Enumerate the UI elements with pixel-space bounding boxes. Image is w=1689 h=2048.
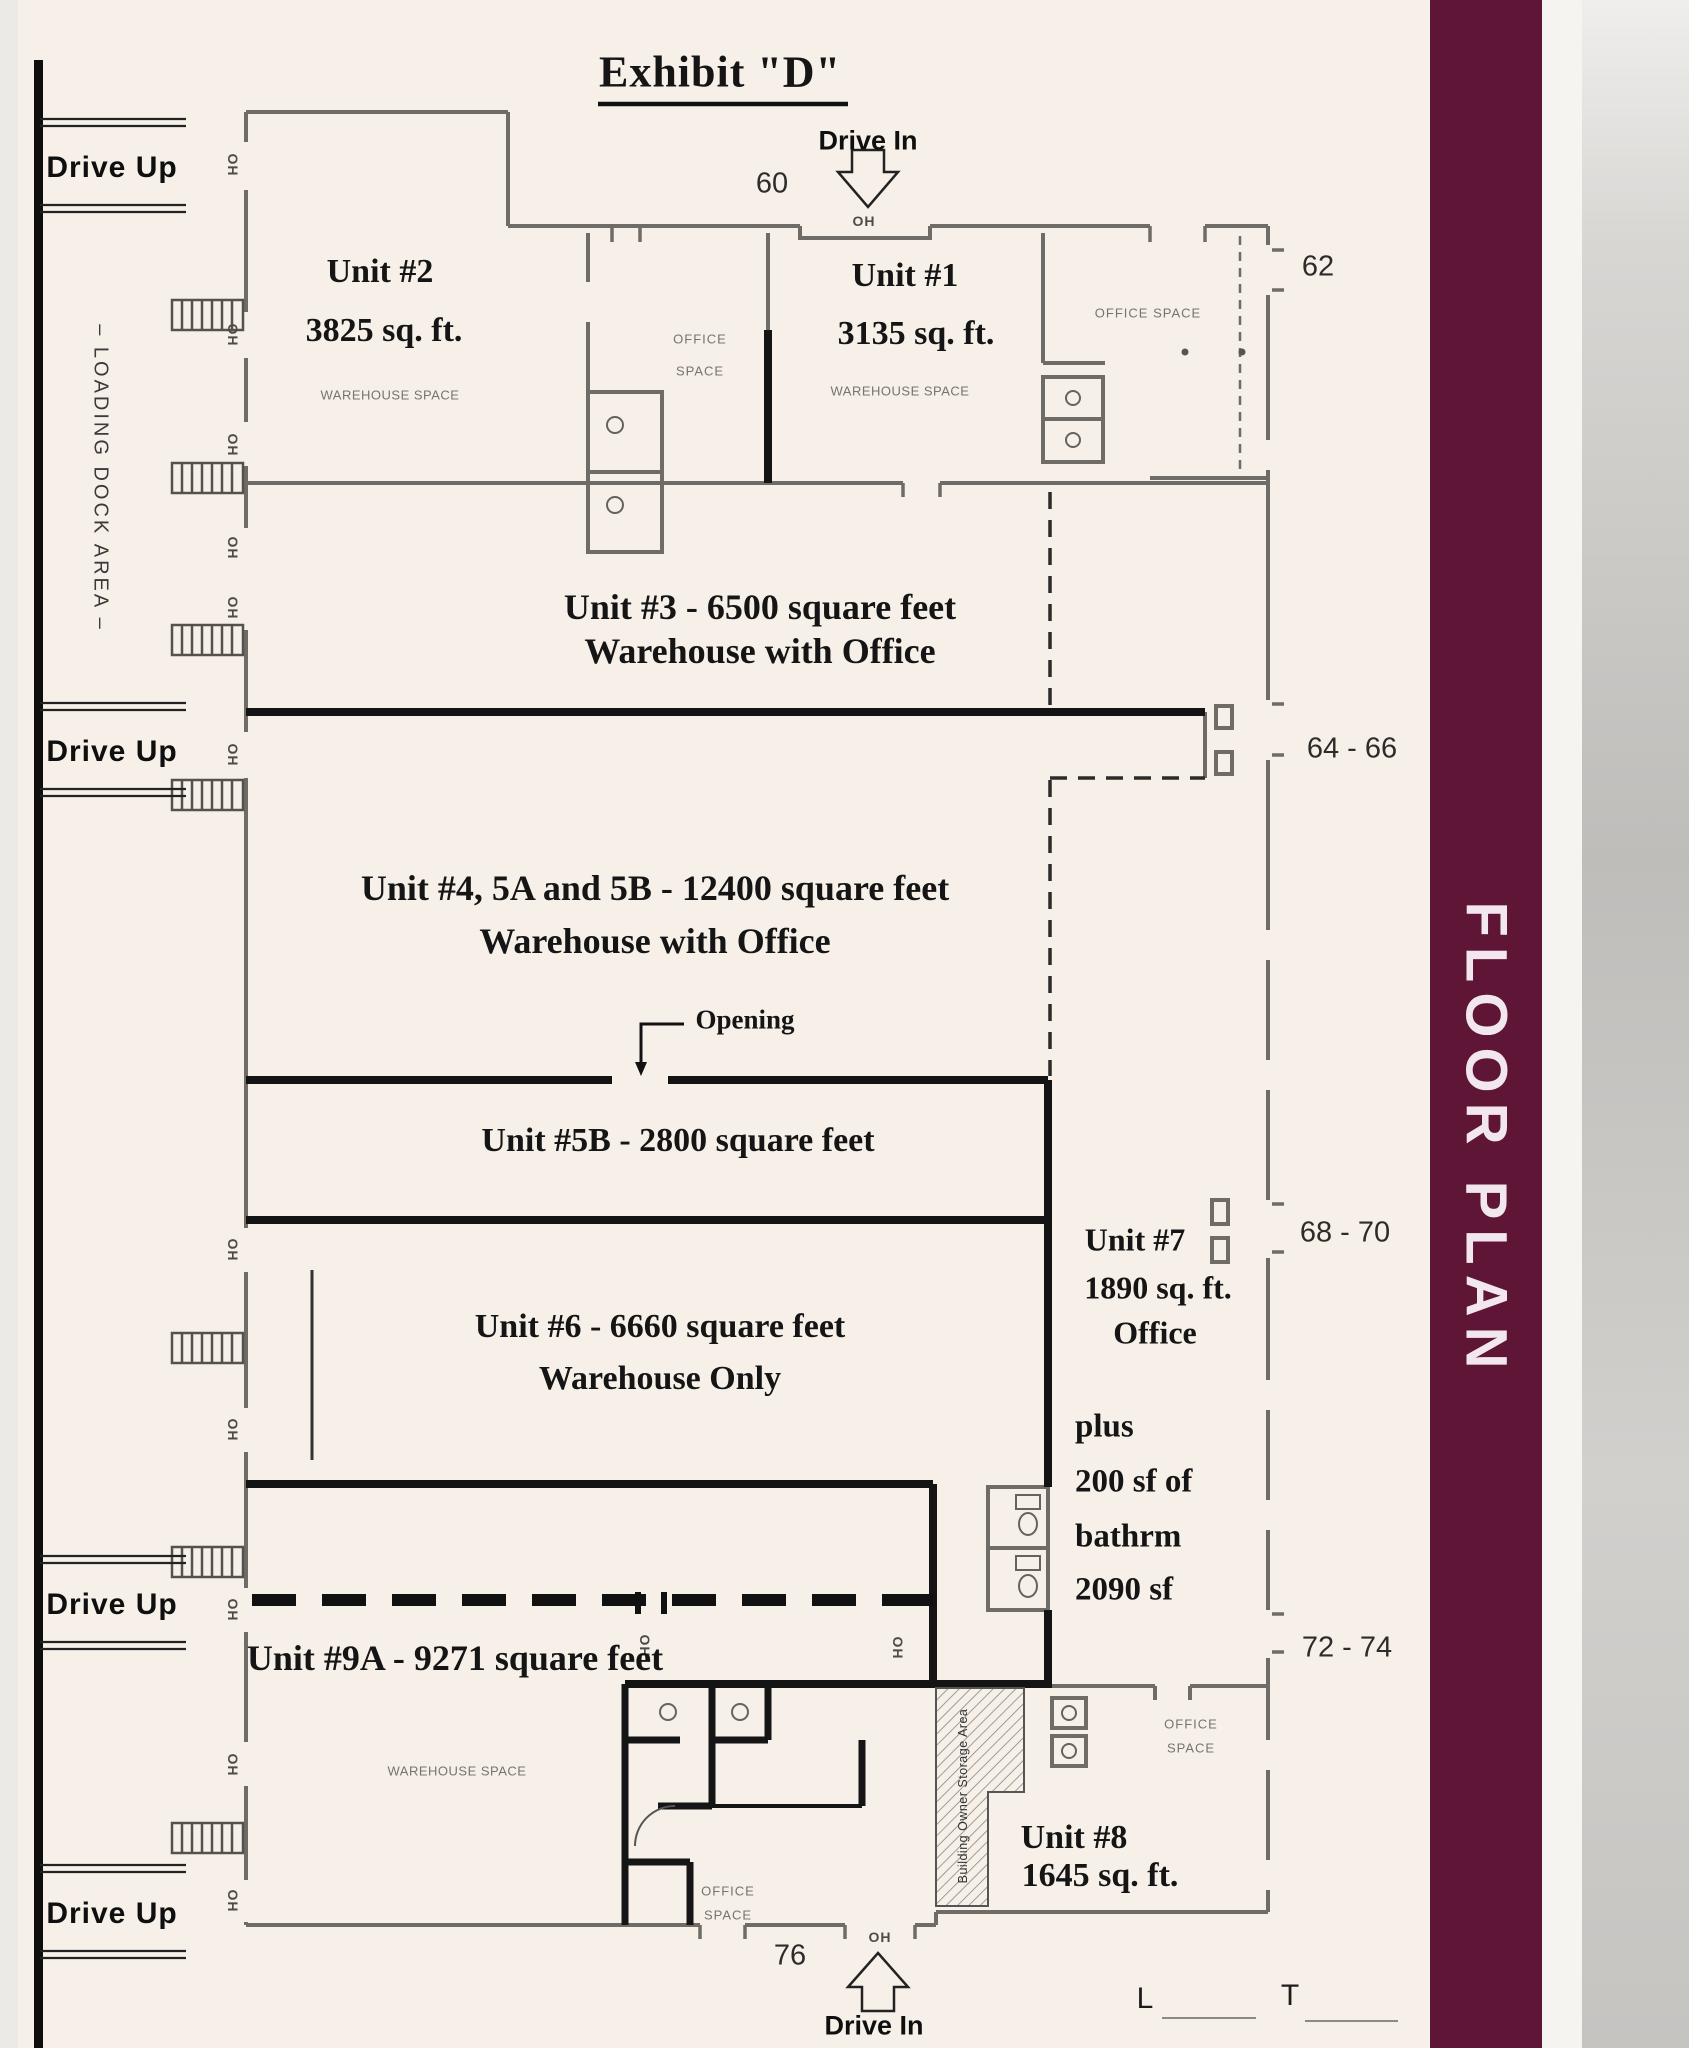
door-swing-arc	[634, 1805, 676, 1847]
oh-door-label-interior: OH	[890, 1636, 906, 1660]
unit45-line1: Unit #4, 5A and 5B - 12400 square feet	[360, 868, 950, 908]
oh-door-label-top: OH	[852, 213, 876, 229]
unit-divider-walls	[246, 330, 1205, 1688]
unit7-plus-line2: 200 sf of	[1075, 1463, 1193, 1500]
page-title: Exhibit "D"	[598, 47, 842, 97]
oh-door-label-left: OH	[225, 433, 241, 457]
drive-in-arrow-down-icon	[835, 148, 901, 209]
unit9a-warehouse-label: WAREHOUSE SPACE	[387, 1763, 527, 1779]
unit6-line1: Unit #6 - 6660 square feet	[474, 1308, 846, 1345]
banner-title: FLOOR PLAN	[1453, 901, 1519, 1379]
scan-right-edge	[1582, 0, 1689, 2048]
building-outline	[244, 110, 1270, 1927]
bay-number-68-70: 68 - 70	[1299, 1216, 1391, 1249]
legend-l: L	[1136, 1982, 1154, 2015]
unit1-name: Unit #1	[851, 257, 959, 294]
oh-door-label-left: OH	[225, 536, 241, 560]
unit9a-office-walls	[621, 1684, 866, 1925]
unit9a-heavy-dashed-wall	[252, 1592, 933, 1614]
dashed-partition-lines	[1048, 492, 1205, 1076]
drive-up-label-3: Drive Up	[46, 1588, 178, 1621]
unit1-warehouse-label: WAREHOUSE SPACE	[830, 383, 970, 399]
unit8-area: 1645 sq. ft.	[1021, 1857, 1179, 1894]
bay-number-72-74: 72 - 74	[1301, 1631, 1393, 1664]
unit1-office-label: OFFICE SPACE	[1094, 305, 1202, 321]
oh-door-label-left: OH	[225, 1889, 241, 1913]
unit2-warehouse-label: WAREHOUSE SPACE	[320, 387, 460, 403]
unit9a-office-label: OFFICE	[701, 1883, 755, 1899]
stairs-icons	[170, 298, 245, 1855]
unit9a-office-label: SPACE	[703, 1907, 753, 1923]
unit3-line1: Unit #3 - 6500 square feet	[563, 587, 957, 627]
oh-door-label-left: OH	[225, 596, 241, 620]
scan-left-edge	[0, 0, 18, 2048]
bathroom-fixtures	[606, 348, 1246, 1759]
unit9a-line1: Unit #9A - 9271 square feet	[246, 1638, 664, 1678]
unit7-name: Unit #7	[1084, 1221, 1186, 1258]
unit8-name: Unit #8	[1020, 1819, 1128, 1856]
opening-arrow-icon	[635, 1022, 684, 1076]
bay-number-62: 62	[1301, 250, 1335, 283]
drive-in-top-label: Drive In	[818, 125, 918, 156]
door-jambs	[610, 226, 1284, 1939]
drive-up-label-1: Drive Up	[46, 151, 178, 184]
unit7-plus-line3: bathrm	[1075, 1518, 1182, 1555]
page-border-line	[34, 60, 43, 2048]
oh-door-label-left: OH	[225, 1418, 241, 1442]
unit2-name: Unit #2	[326, 253, 434, 290]
unit3-line2: Warehouse with Office	[584, 631, 936, 671]
unit2-office-label: OFFICE	[673, 331, 727, 347]
unit2-area: 3825 sq. ft.	[305, 312, 463, 349]
unit45-line2: Warehouse with Office	[479, 921, 831, 961]
unit6-line2: Warehouse Only	[538, 1360, 782, 1397]
loading-dock-label: – LOADING DOCK AREA –	[89, 324, 112, 632]
unit5b-line1: Unit #5B - 2800 square feet	[481, 1122, 875, 1159]
unit2-office-label: SPACE	[675, 363, 725, 379]
oh-door-label-left: OH	[225, 153, 241, 177]
drive-in-arrow-up-icon	[845, 1951, 911, 2013]
storage-area-label: Building Owner Storage Area	[956, 1708, 970, 1884]
opening-label: Opening	[695, 1004, 795, 1035]
unit7-plus-line1: plus	[1075, 1408, 1134, 1445]
bay-number-76: 76	[773, 1939, 807, 1972]
drive-up-label-4: Drive Up	[46, 1897, 178, 1930]
oh-door-label-left: OH	[225, 1238, 241, 1262]
oh-door-label-left: OH	[225, 323, 241, 347]
bay-number-60: 60	[755, 167, 789, 200]
drive-in-bottom-label: Drive In	[824, 2010, 924, 2041]
unit1-area: 3135 sq. ft.	[837, 315, 995, 352]
unit8-office-label: SPACE	[1166, 1740, 1216, 1756]
legend-t: T	[1280, 1979, 1300, 2012]
oh-door-label-left: OH	[225, 743, 241, 767]
oh-door-label-left: OH	[225, 1753, 241, 1777]
floor-plan-banner: FLOOR PLAN	[1430, 0, 1542, 2048]
unit7-kind: Office	[1113, 1314, 1197, 1351]
unit7-area: 1890 sq. ft.	[1084, 1269, 1232, 1306]
drive-up-label-2: Drive Up	[46, 735, 178, 768]
drive-up-dock-lines	[40, 117, 186, 1960]
unit7-plus-line4: 2090 sf	[1075, 1571, 1174, 1608]
unit8-office-label: OFFICE	[1164, 1716, 1218, 1732]
legend-underlines	[1162, 2017, 1398, 2022]
bay-number-64-66: 64 - 66	[1306, 732, 1398, 765]
oh-door-label-left: OH	[225, 1598, 241, 1622]
oh-door-label-bottom: OH	[868, 1929, 892, 1945]
scan-right-gap	[1542, 0, 1582, 2048]
storage-hatch-area	[935, 1687, 1025, 1907]
